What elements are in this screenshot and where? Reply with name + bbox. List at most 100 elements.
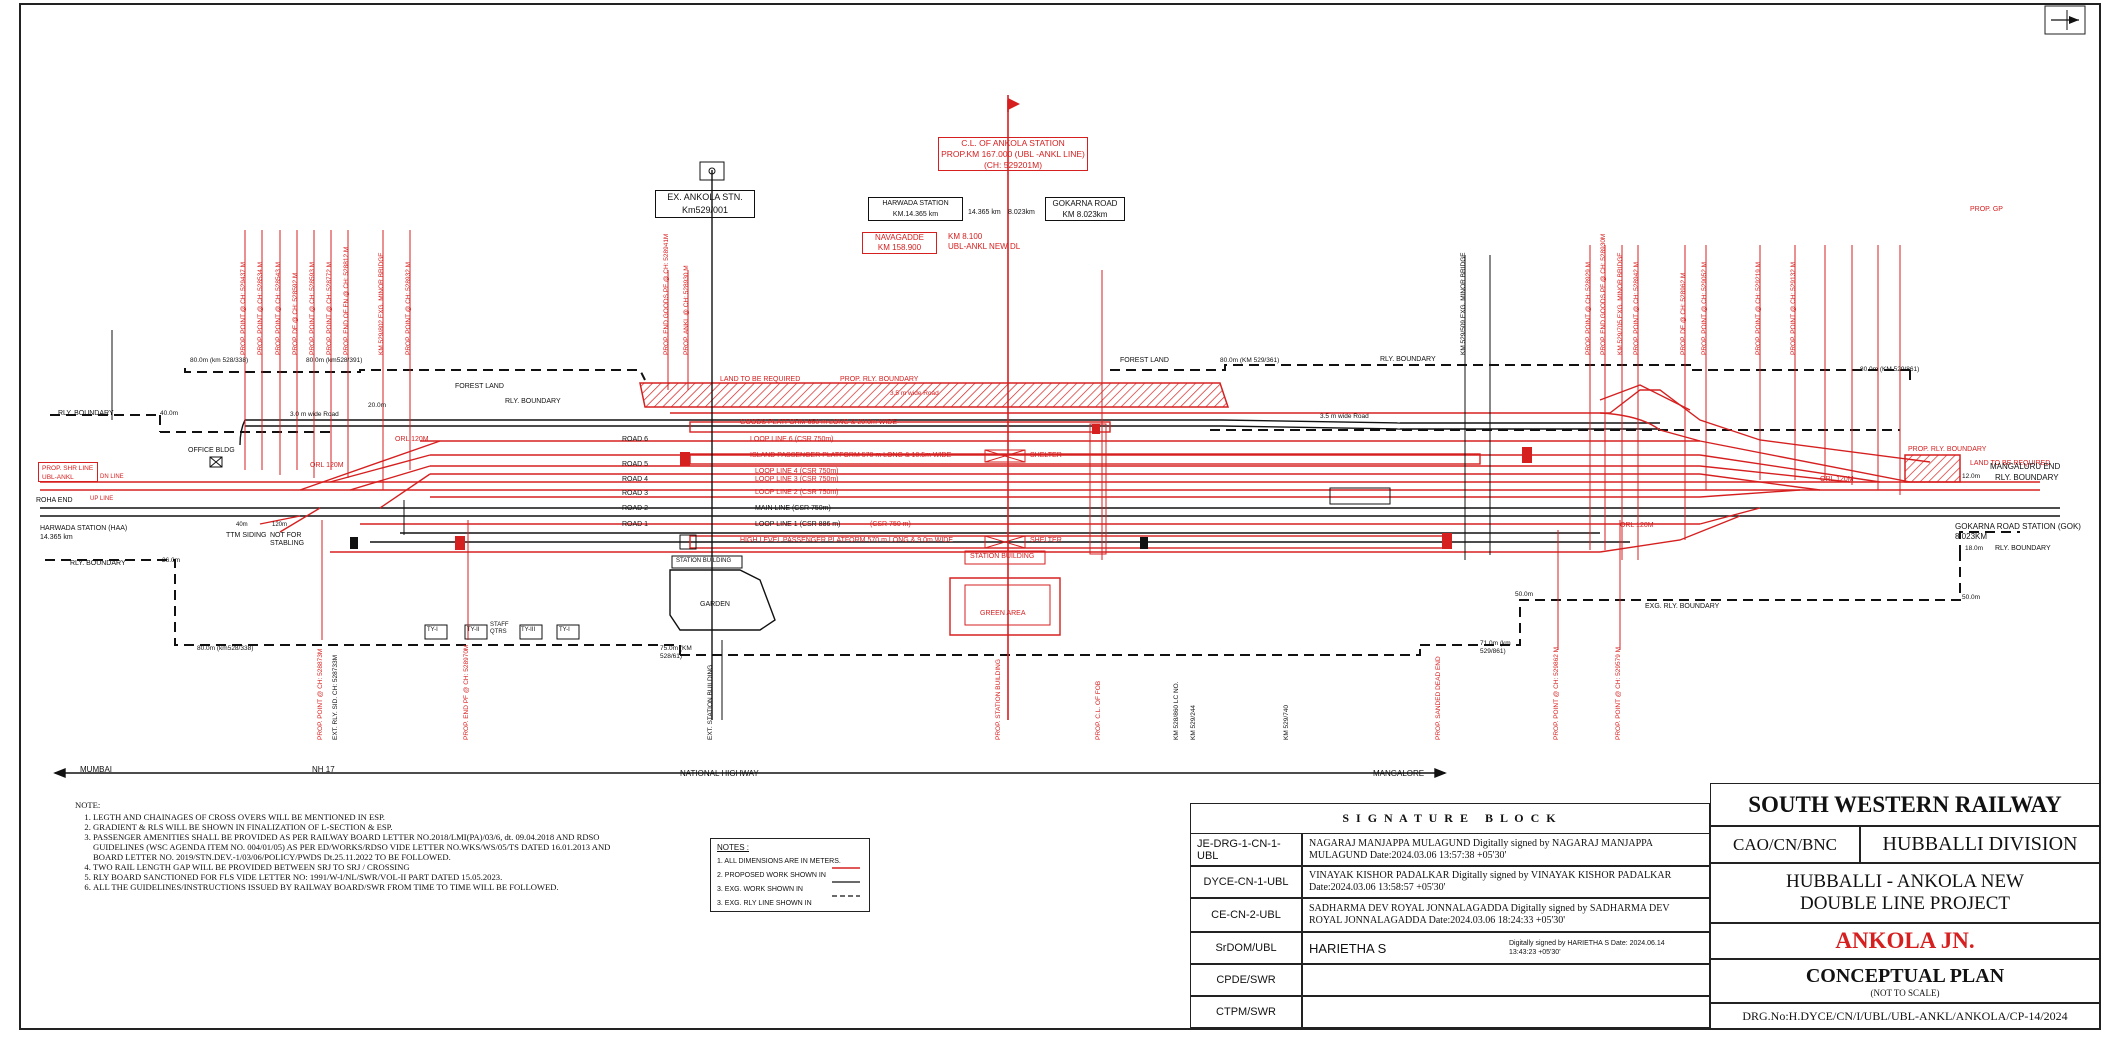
gokarna-km: KM 8.023km [1062,210,1108,219]
loop-line-4: LOOP LINE 4 (CSR 750m) [755,468,839,475]
dim-20: 20.0m [368,402,387,409]
prop-shr-line-box: PROP. SHR LINE UBL-ANKL [38,462,98,482]
sig-cell-srdom: HARIETHA S Digitally signed by HARIETHA … [1302,932,1710,964]
vertical-label-bottom: PROP. END PF @ CH: 528970M [463,644,470,740]
main-line: MAIN LINE (CSR 750m) [755,505,831,512]
legend-item: 3. EXG. WORK SHOWN IN [717,886,803,893]
rly-boundary-top: RLY. BOUNDARY [505,398,561,405]
navagadde-km2: KM 8.100 [948,232,983,241]
orl-120-right: ORL 120M [1620,522,1654,529]
mangaluru-end: MANGALURU END [1990,462,2061,471]
dim-80-farright: 80.0m (KM 529/861) [1860,366,1920,373]
staff-qtr-3 [519,624,543,640]
dim-40-ttm: 40m [236,522,248,528]
garden-label: GARDEN [700,601,730,608]
legend-item: 2. PROPOSED WORK SHOWN IN [717,872,826,879]
dim-40-left: 40.0m [160,410,179,417]
rly-boundary-right: RLY. BOUNDARY [1995,473,2059,482]
prop-rly-boundary-right: PROP. RLY. BOUNDARY [1908,446,1987,453]
station-building-new: STATION BUILDING [970,553,1035,560]
vertical-label-bottom: KM 529/244 [1190,704,1197,740]
hl-platform-label: HIGH LEVEL PASSENGER PLATFORM 570 m LONG… [740,537,954,544]
road-lines [239,419,1660,446]
navagadde-box: NAVAGADDE KM 158.900 [862,232,937,254]
sig-text [1302,964,1710,996]
orl-120-right2: ORL 120M [1820,476,1854,483]
vertical-label: PROP. POINT @ CH: 528929 M [1585,261,1592,355]
dim-75: 75.0m (KM 528/61) [660,645,692,660]
north-arrow-icon [2044,5,2086,35]
vertical-label: PROP. POINT @ CH: 529219 M [1755,261,1762,355]
sig-role: CE-CN-2-UBL [1190,898,1302,932]
station-centre-line [699,95,1020,720]
national-highway: NATIONAL HIGHWAY [680,769,759,778]
vertical-label: PROP. POINT @ CH: 528534 M [257,261,264,355]
ttm-len: 120m [272,522,288,528]
vertical-label: PROP. POINT @ CH: 529052 M [1701,261,1708,355]
road-6: ROAD 6 [622,436,649,443]
vertical-label: KM 529/802 EXG. MINOR BRIDGE [378,252,385,355]
sig-role: JE-DRG-1-CN-1-UBL [1190,833,1302,866]
vertical-label-bottom: PROP. STATION BUILDING [995,659,1002,740]
dim-80-bottom: 80.0m (km528/338) [197,645,254,652]
ty3: TY-III [521,627,536,633]
road-4: ROAD 4 [622,476,649,483]
ty4: TY-I [559,627,570,633]
notes-heading: NOTE: [75,800,101,810]
island-platform-label: ISLAND PASSENGER PLATFORM 570 m LONG & 1… [750,452,952,459]
vertical-label: PROP. POINT @ CH: 528593 M [309,261,316,355]
navagadde-km: KM 158.900 [877,243,922,252]
sig-role: CTPM/SWR [1190,996,1302,1028]
road-left: 3.0 m wide Road [290,411,339,418]
ttm-siding: TTM SIDING [226,532,267,539]
prop-shr-line: PROP. SHR LINE [42,465,94,472]
title-division: HUBBALLI DIVISION [1860,826,2100,863]
sig-extra: Digitally signed by HARIETHA S Date: 202… [1509,940,1665,956]
loop-line-1: LOOP LINE 1 (CSR 886 m) [755,521,841,528]
loop-line-2: LOOP LINE 2 (CSR 750m) [755,489,839,496]
road-top: 3.5 m wide Road [890,390,939,397]
staff-qtr-2 [464,624,488,640]
legend-box: NOTES : 1. ALL DIMENSIONS ARE IN METERS.… [710,838,870,912]
navagadde: NAVAGADDE [874,233,925,242]
vertical-label: PROP. POINT @ CH: 528543 M [275,261,282,355]
shelter-1: SHELTER [1030,452,1062,459]
rly-boundary-left2: RLY. BOUNDARY [70,560,126,567]
sig-text: SADHARMA DEV ROYAL JONNALAGADDA Digitall… [1302,898,1710,932]
exg-rly-boundary: EXG. RLY. BOUNDARY [1645,603,1720,610]
flag-icon [1007,95,1020,112]
ubl-ankl-new: UBL-ANKL NEW DL [948,242,1021,251]
vertical-label: PROP. POINT @ CH: 528932 M [405,261,412,355]
dim-26: 26.0m [162,557,181,564]
rly-boundary-left: RLY. BOUNDARY [58,410,114,417]
road-right: 3.5 m wide Road [1320,413,1369,420]
sheet-border [19,3,2101,1030]
harwada-km: KM.14.365 km [892,211,939,218]
title-scale: (NOT TO SCALE) [1870,987,1940,998]
vertical-label: PROP. POINT @ CH: 529437 M [240,261,247,355]
land-required-top-label: LAND TO BE REQUIRED [720,376,801,383]
vertical-label-bottom: EXT. RLY. SID. CH: 528733M [332,654,339,740]
rly-boundary-right2: RLY. BOUNDARY [1995,545,2051,552]
land-required-right-label: LAND TO BE REQUIRED [1970,460,2051,467]
dim-80-right: 80.0m (KM 529/361) [1220,357,1280,364]
vertical-label-bottom: PROP. POINT @ CH: 528873M [317,648,324,740]
note-item: RLY BOARD SANCTIONED FOR FLS VIDE LETTER… [93,872,635,882]
road-3: ROAD 3 [622,490,649,497]
nh17: NH 17 [312,765,335,774]
goods-platform [689,421,1111,433]
title-plan-cell: CONCEPTUAL PLAN (NOT TO SCALE) [1710,959,2100,1003]
existing-tracks [40,507,2060,543]
dim-80-left: 80.0m (km 528/338) [190,357,249,364]
notes-list: LEGTH AND CHAINAGES OF CROSS OVERS WILL … [75,812,635,892]
notes-block: NOTE: LEGTH AND CHAINAGES OF CROSS OVERS… [75,800,635,892]
dim-71: 71.0m (km 529/861) [1480,640,1511,655]
staff-qtr-1 [424,624,448,640]
platforms [350,421,1532,555]
loop-line-1b: (CSR 750 m) [870,521,911,528]
loop-line-6: LOOP LINE 6 (CSR 750m) [750,436,834,443]
dim-50-right: 50.0m [1962,594,1981,601]
title-drg-no: DRG.No:H.DYCE/CN/I/UBL/UBL-ANKL/ANKOLA/C… [1710,1003,2100,1029]
cl-station-title: C.L. OF ANKOLA STATION [961,138,1065,148]
